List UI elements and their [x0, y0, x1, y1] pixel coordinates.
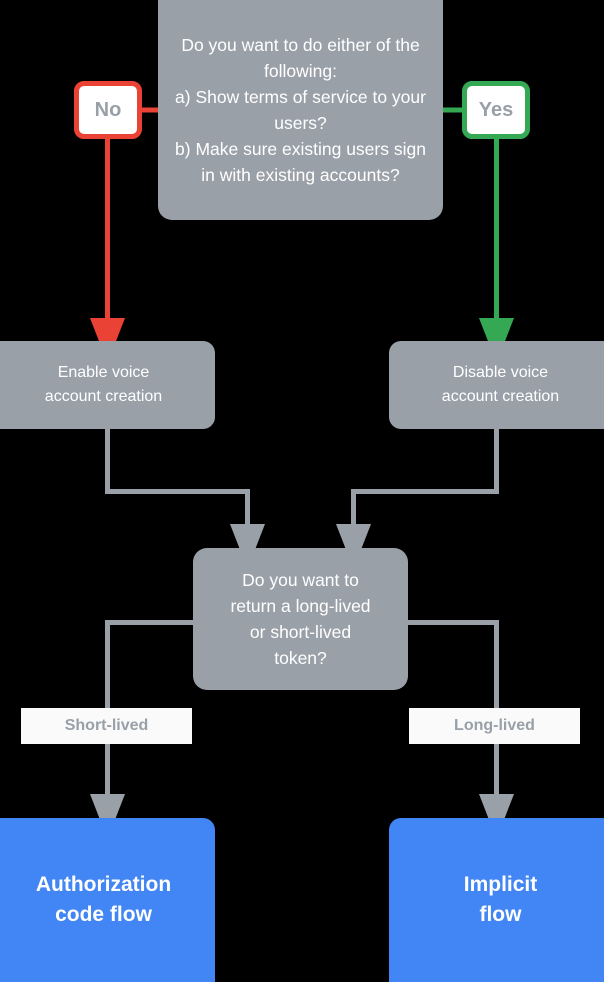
- edge-label-long-lived: Long-lived: [409, 708, 580, 744]
- process-node-disable-voice-account-creation[interactable]: Disable voice account creation: [389, 341, 604, 429]
- decision-node-question-2-label: Do you want to return a long-lived or sh…: [230, 570, 371, 668]
- terminal-node-implicit-flow[interactable]: Implicit flow: [389, 818, 604, 982]
- terminal-node-authorization-code-flow-label: Authorization code flow: [35, 873, 172, 926]
- decision-node-question-2[interactable]: Do you want to return a long-lived or sh…: [193, 548, 408, 690]
- edge-label-short-lived-text: Short-lived: [64, 717, 149, 734]
- process-node-disable-voice-account-creation-label: Disable voice account creation: [441, 364, 560, 405]
- decision-node-question-1-label: Do you want to do either of the followin…: [175, 35, 426, 185]
- process-node-enable-voice-account-creation[interactable]: Enable voice account creation: [0, 341, 215, 429]
- edge-disable-to-q2: [336, 429, 499, 569]
- answer-node-yes[interactable]: Yes: [462, 81, 530, 139]
- process-node-enable-voice-account-creation-label: Enable voice account creation: [44, 364, 163, 405]
- answer-node-yes-label: Yes: [478, 98, 514, 121]
- answer-node-no[interactable]: No: [74, 81, 142, 139]
- decision-node-question-1[interactable]: Do you want to do either of the followin…: [158, 0, 443, 220]
- answer-node-no-label: No: [94, 98, 122, 121]
- terminal-node-implicit-flow-label: Implicit flow: [463, 873, 538, 926]
- edge-label-short-lived: Short-lived: [21, 708, 192, 744]
- terminal-node-authorization-code-flow[interactable]: Authorization code flow: [0, 818, 215, 982]
- edge-enable-to-q2: [105, 429, 265, 569]
- edge-label-long-lived-text: Long-lived: [454, 717, 535, 734]
